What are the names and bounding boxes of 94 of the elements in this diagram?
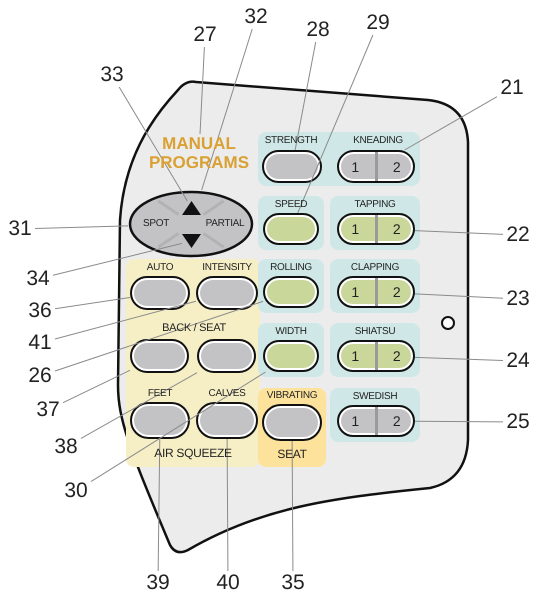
leader-line: [118, 86, 188, 202]
leader-line: [54, 300, 264, 372]
button-number: 1: [350, 413, 360, 429]
leader-line: [226, 438, 228, 572]
button-number: 1: [350, 158, 360, 174]
callout-number: 27: [190, 23, 220, 47]
button: [197, 339, 256, 373]
leader-line: [34, 225, 128, 230]
callout-number: 34: [23, 267, 53, 291]
button-label: SPEED: [274, 199, 308, 211]
button: [337, 405, 415, 437]
leader-line: [80, 372, 198, 439]
button: [337, 213, 415, 245]
callout-number: 25: [503, 410, 533, 434]
callout-number: 35: [278, 571, 308, 595]
callout-number: 36: [25, 299, 55, 323]
button-label: STRENGTH: [264, 135, 318, 147]
button-label: BACK / SEAT: [161, 322, 227, 334]
callout-number: 32: [241, 5, 271, 29]
oval-button: [128, 190, 254, 258]
button-panel: [330, 259, 420, 313]
button-number: 2: [392, 158, 402, 174]
button: [337, 276, 415, 308]
button-label: SHIATSU: [354, 326, 396, 338]
leader-line: [200, 46, 205, 134]
button-label: SWEDISH: [352, 391, 398, 403]
callout-number: 39: [143, 571, 173, 595]
button-label: KNEADING: [352, 135, 404, 147]
callout-number: 29: [363, 11, 393, 35]
button-number: 2: [392, 284, 402, 300]
leader-line: [52, 242, 182, 276]
button-label: CALVES: [208, 388, 246, 400]
button-panel: [258, 132, 420, 186]
button: [263, 213, 319, 245]
leader-line: [414, 293, 504, 299]
button-label: AIR SQUEEZE: [153, 447, 233, 459]
callout-number: 41: [25, 331, 55, 355]
leader-line: [158, 438, 160, 572]
button-panel: [330, 323, 420, 377]
callout-number: 38: [51, 435, 81, 459]
button-panel: [258, 259, 324, 313]
button: [263, 276, 319, 308]
leader-line: [62, 370, 130, 404]
callout-number: 23: [503, 287, 533, 311]
button-panel: [330, 196, 420, 250]
button: [337, 340, 415, 372]
callout-number: 31: [5, 217, 35, 241]
button-label: TAPPING: [353, 199, 397, 211]
button-panel: [258, 196, 324, 250]
button: [262, 150, 322, 183]
leader-line: [294, 42, 316, 150]
leader-line: [90, 372, 266, 482]
leader-line: [404, 96, 498, 150]
leader-line: [292, 440, 294, 572]
callout-number: 30: [61, 479, 91, 503]
down-arrow-icon: [182, 234, 201, 248]
callout-number: 26: [25, 364, 55, 388]
callout-number: 33: [97, 63, 127, 87]
button-panel: [126, 259, 260, 467]
button: [337, 150, 415, 183]
leader-line: [297, 34, 374, 214]
button-panel: [258, 388, 326, 467]
button-number: 2: [392, 413, 402, 429]
button-number: 2: [392, 348, 402, 364]
button-label: ROLLING: [269, 262, 313, 274]
leader-line: [414, 420, 504, 422]
callout-number: 28: [303, 18, 333, 42]
button-number: 1: [350, 284, 360, 300]
button-label: INTENSITY: [201, 262, 253, 274]
callout-number: 24: [503, 349, 533, 373]
button: [263, 340, 319, 372]
button-label: VIBRATING: [266, 390, 318, 402]
up-arrow-icon: [182, 201, 201, 215]
button-label: AUTO: [146, 262, 174, 274]
button-label: WIDTH: [274, 326, 308, 338]
leader-line: [201, 28, 253, 190]
leader-line: [414, 356, 504, 361]
button-number: 1: [350, 221, 360, 237]
button-panel: [330, 388, 420, 442]
button-number: 2: [392, 221, 402, 237]
callout-number: 37: [33, 398, 63, 422]
button-label: SEAT: [276, 448, 308, 460]
button-number: 1: [350, 348, 360, 364]
button-panel: [258, 323, 324, 377]
leader-line: [54, 297, 130, 310]
leader-line: [414, 230, 504, 235]
callout-number: 22: [503, 223, 533, 247]
leader-line: [54, 300, 196, 340]
panel-heading: MANUAL PROGRAMS: [144, 134, 254, 174]
button-label: CLAPPING: [350, 262, 400, 274]
button: [130, 339, 189, 373]
callout-number: 21: [497, 76, 527, 100]
callout-number: 40: [213, 571, 243, 595]
button-label: FEET: [146, 388, 174, 400]
